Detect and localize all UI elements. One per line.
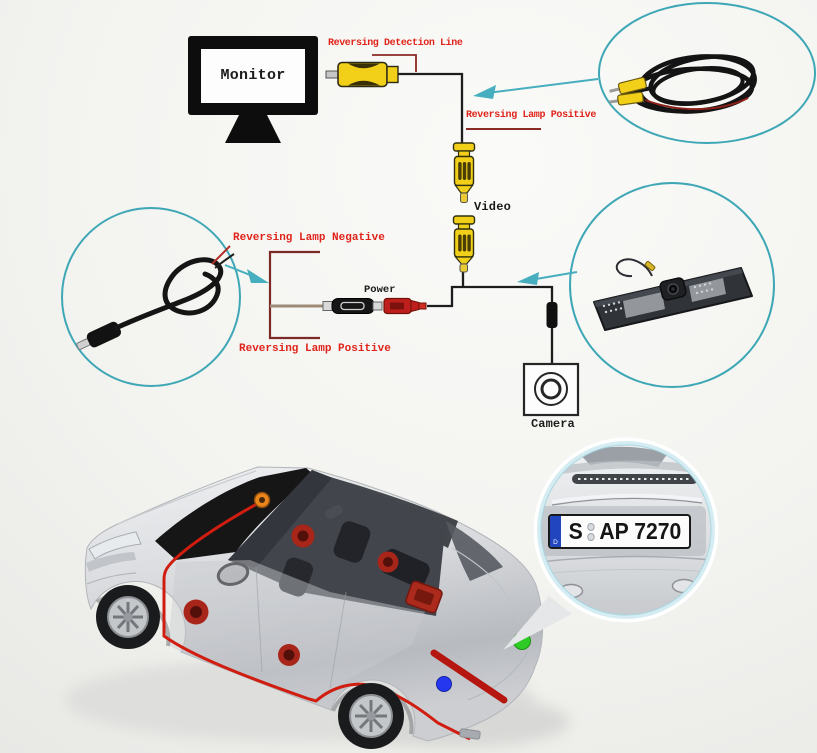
speakers	[183, 524, 443, 666]
detection-line-label: Reversing Detection Line	[328, 38, 463, 49]
front-wheel	[96, 585, 160, 649]
ferrite-icon	[546, 302, 558, 328]
power-label: Power	[364, 284, 396, 296]
callout-arrows	[224, 78, 599, 285]
plate-number: AP 7270	[599, 518, 682, 544]
brake-light	[572, 474, 698, 484]
lamp-positive-top-label: Reversing Lamp Positive	[466, 110, 596, 121]
rear-wheel	[338, 683, 404, 749]
leader-lines	[268, 54, 541, 340]
side-mirror	[325, 504, 343, 520]
windshield	[155, 468, 313, 560]
car-illustration	[65, 466, 570, 749]
power-rca-plug-icon	[383, 297, 427, 315]
video-coupler-bottom-icon	[452, 215, 476, 273]
power-cable-icon	[76, 245, 235, 350]
plate-country-letter: D	[553, 539, 558, 546]
headlight	[88, 531, 142, 560]
monitor-label: Monitor	[220, 67, 286, 84]
av-cable-circle	[598, 2, 816, 144]
rca-plug-icon	[325, 61, 399, 88]
plate-frame-circle	[569, 182, 775, 388]
license-plate: D S AP 7270	[548, 514, 691, 549]
camera-icon	[522, 362, 580, 417]
video-label: Video	[474, 200, 512, 214]
power-cable-circle	[61, 207, 241, 387]
monitor-icon	[188, 36, 318, 143]
lamp-positive-bottom-label: Reversing Lamp Positive	[239, 343, 391, 355]
tail-light	[430, 649, 508, 704]
plate-characters: S AP 7270	[566, 516, 684, 547]
fuse-holder-icon	[322, 298, 383, 314]
video-coupler-top-icon	[452, 142, 476, 203]
plate-seals	[587, 522, 595, 541]
camera-label: Camera	[531, 417, 575, 431]
lamp-negative-label: Reversing Lamp Negative	[233, 232, 385, 244]
av-cable-icon	[609, 54, 758, 114]
license-plate-frame-icon	[593, 258, 753, 331]
plate-city-code: S	[568, 518, 583, 544]
steering-wheel	[216, 562, 250, 586]
blue-dot	[436, 676, 452, 692]
plate-country-strip: D	[550, 516, 561, 547]
